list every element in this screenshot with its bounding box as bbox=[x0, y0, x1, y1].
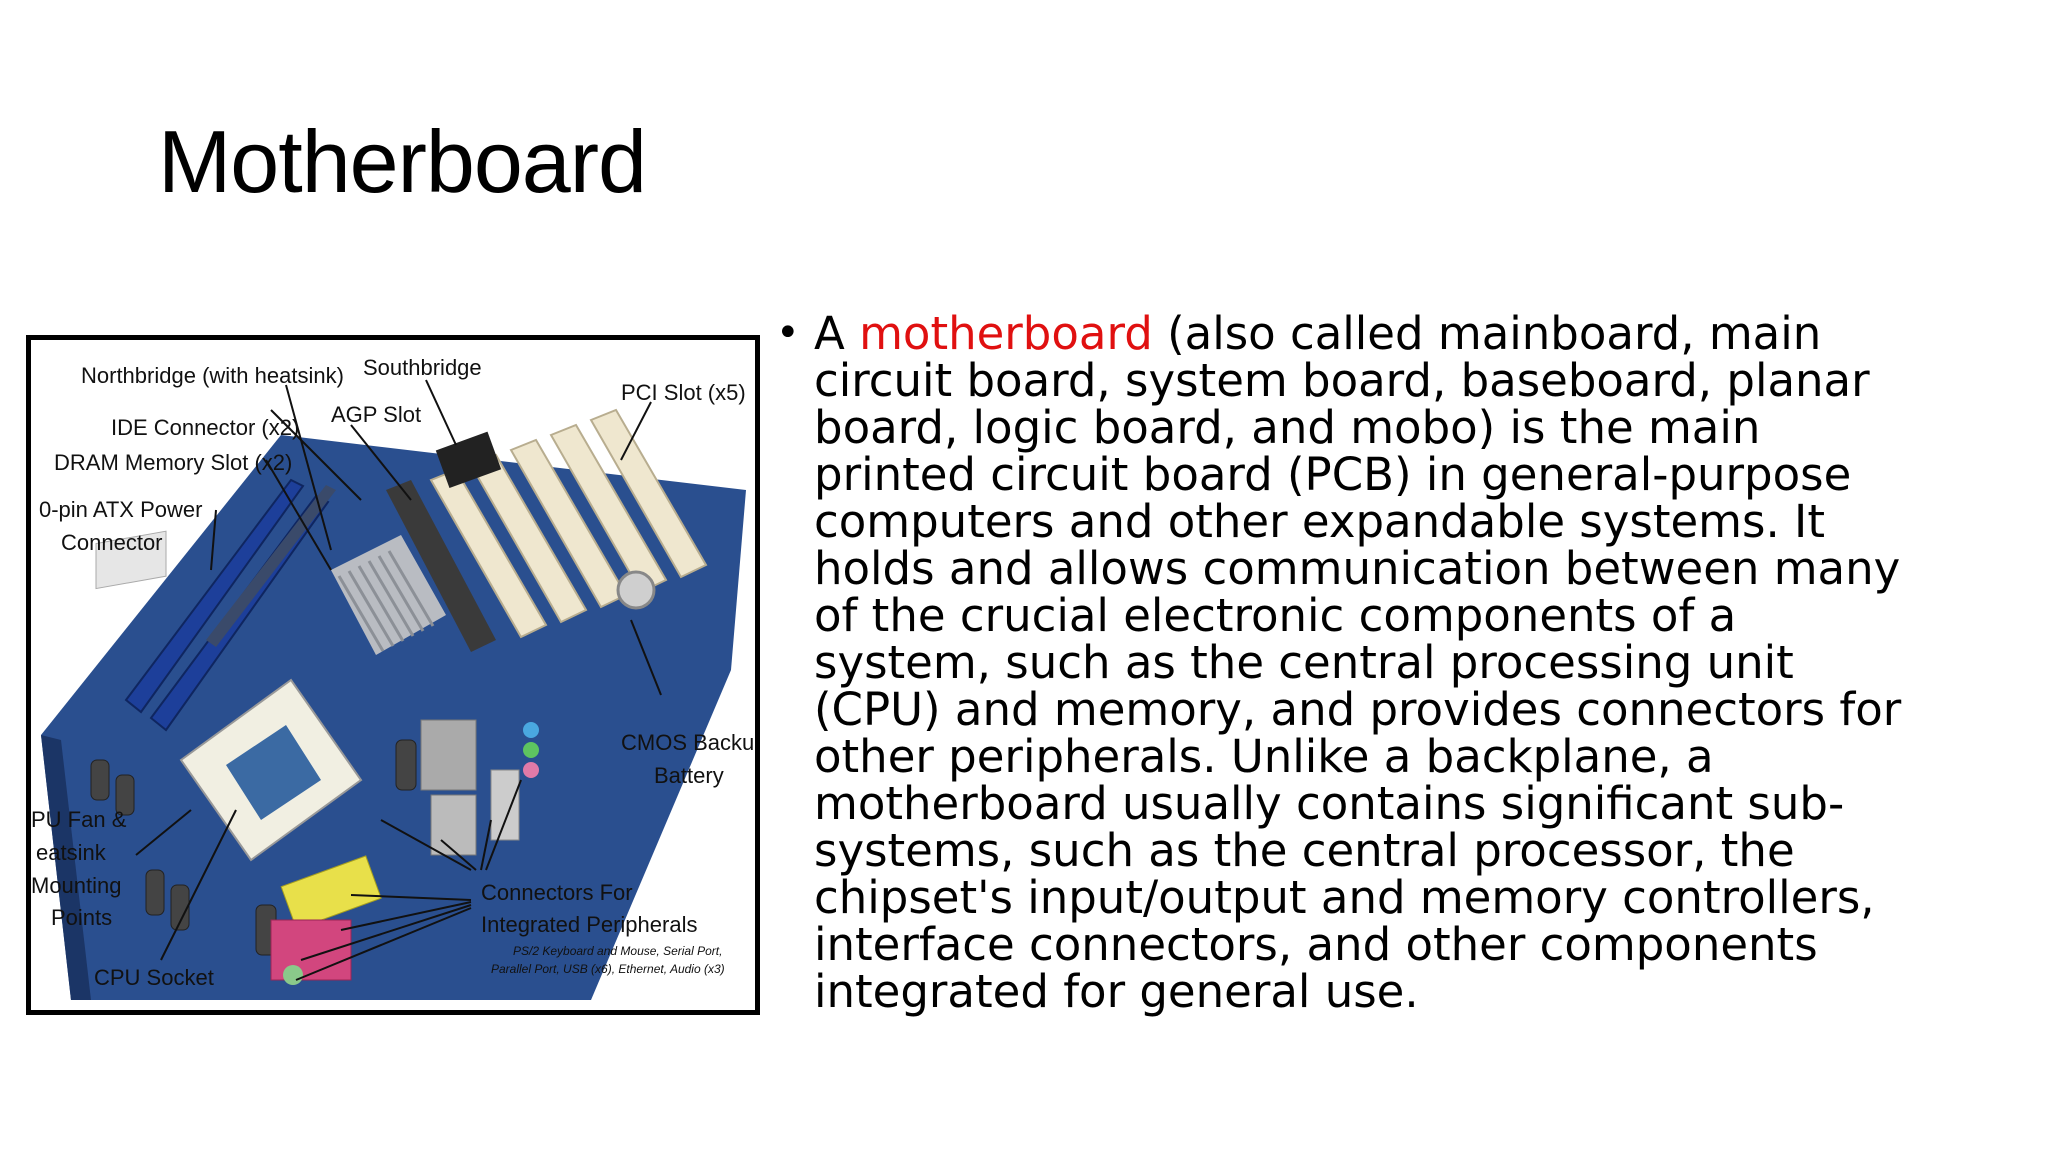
label-atx-power-1: 0-pin ATX Power bbox=[39, 497, 202, 522]
bullet-item: • A motherboard (also called mainboard, m… bbox=[776, 310, 1926, 1015]
southbridge-chip bbox=[435, 431, 502, 489]
label-connectors-sub-2: Parallel Port, USB (x6), Ethernet, Audio… bbox=[491, 962, 725, 976]
label-atx-power-2: Connector bbox=[61, 530, 163, 555]
motherboard-highlight: motherboard bbox=[859, 307, 1153, 360]
label-pci-slot: PCI Slot (x5) bbox=[621, 380, 746, 405]
label-cpu-fan-4: Points bbox=[51, 905, 112, 930]
label-connectors-sub-1: PS/2 Keyboard and Mouse, Serial Port, bbox=[513, 944, 722, 958]
label-cpu-socket: CPU Socket bbox=[94, 965, 214, 990]
atx-power-connector bbox=[95, 530, 167, 590]
body-text: (also called mainboard, main circuit boa… bbox=[814, 307, 1902, 1018]
northbridge-heatsink bbox=[331, 535, 446, 655]
label-connectors-1: Connectors For bbox=[481, 880, 633, 905]
label-northbridge: Northbridge (with heatsink) bbox=[81, 363, 344, 388]
label-cpu-fan-2: eatsink bbox=[36, 840, 107, 865]
bullet-marker: • bbox=[776, 310, 800, 356]
agp-slot bbox=[386, 480, 496, 652]
io-panel bbox=[270, 719, 539, 985]
label-cmos-2: Battery bbox=[654, 763, 724, 788]
board-shadow bbox=[41, 735, 91, 1000]
label-agp-slot: AGP Slot bbox=[331, 402, 421, 427]
label-southbridge: Southbridge bbox=[363, 355, 482, 380]
label-connectors-2: Integrated Peripherals bbox=[481, 912, 697, 937]
body-bullet-list: • A motherboard (also called mainboard, m… bbox=[776, 310, 1926, 1015]
capacitors bbox=[90, 739, 417, 956]
label-cpu-fan-3: Mounting bbox=[31, 873, 122, 898]
board-pcb bbox=[41, 435, 746, 1000]
body-lead: A bbox=[814, 307, 860, 360]
dram-slot-1 bbox=[124, 478, 305, 714]
label-cpu-fan-1: PU Fan & bbox=[31, 807, 127, 832]
slide-title: Motherboard bbox=[158, 112, 647, 211]
ide-connector bbox=[206, 485, 336, 647]
cmos-battery bbox=[616, 570, 656, 610]
label-ide-connector: IDE Connector (x2) bbox=[111, 415, 299, 440]
label-dram-slot: DRAM Memory Slot (x2) bbox=[54, 450, 292, 475]
motherboard-diagram: Northbridge (with heatsink) Southbridge … bbox=[26, 335, 760, 1015]
label-cmos-1: CMOS Backup bbox=[621, 730, 755, 755]
